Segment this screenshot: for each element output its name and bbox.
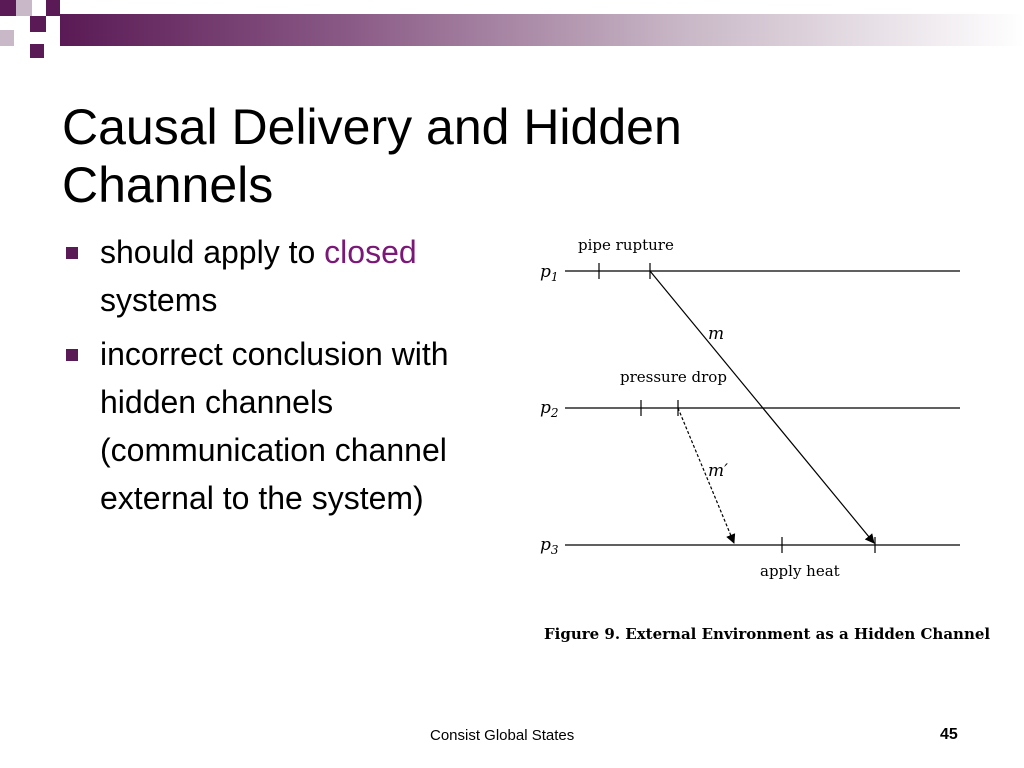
event-label-pipe-rupture: pipe rupture bbox=[578, 236, 674, 254]
event-label-pressure-drop: pressure drop bbox=[620, 368, 727, 386]
corner-square-2 bbox=[16, 0, 32, 16]
message-m-prime-arrow bbox=[677, 407, 736, 544]
corner-square-4 bbox=[46, 0, 60, 16]
message-m-prime-label: m′ bbox=[708, 461, 728, 481]
bullet-2-text: incorrect conclusion with hidden channel… bbox=[100, 336, 449, 516]
bullet-1-text-before: should apply to bbox=[100, 234, 325, 270]
footer-label: Consist Global States bbox=[430, 727, 575, 744]
corner-square-3 bbox=[30, 16, 46, 32]
message-m-label: m bbox=[708, 324, 724, 344]
bullet-1-accent-word: closed bbox=[324, 234, 417, 270]
corner-square-5 bbox=[0, 30, 14, 46]
page-number: 45 bbox=[940, 726, 958, 743]
figure-caption: Figure 9. External Environment as a Hidd… bbox=[544, 625, 990, 643]
process-label-p2: p2 bbox=[540, 398, 559, 420]
corner-square-1 bbox=[0, 0, 16, 16]
header-gradient-bar bbox=[60, 14, 1024, 46]
message-m-arrow bbox=[649, 270, 875, 544]
bullet-marker-icon bbox=[66, 349, 78, 361]
event-label-apply-heat: apply heat bbox=[760, 562, 840, 580]
bullet-1-text-after: systems bbox=[100, 282, 218, 318]
bullet-item-2: incorrect conclusion with hidden channel… bbox=[62, 330, 502, 522]
bullet-item-1: should apply to closed systems bbox=[62, 228, 502, 324]
bullet-list: should apply to closed systems incorrect… bbox=[62, 228, 502, 528]
corner-square-6 bbox=[30, 44, 44, 58]
slide-title: Causal Delivery and Hidden Channels bbox=[62, 98, 682, 213]
bullet-marker-icon bbox=[66, 247, 78, 259]
process-label-p1: p1 bbox=[540, 262, 559, 284]
process-label-p3: p3 bbox=[540, 535, 559, 557]
hidden-channel-diagram: p1 pipe rupture p2 pressure drop p3 appl… bbox=[540, 236, 990, 643]
